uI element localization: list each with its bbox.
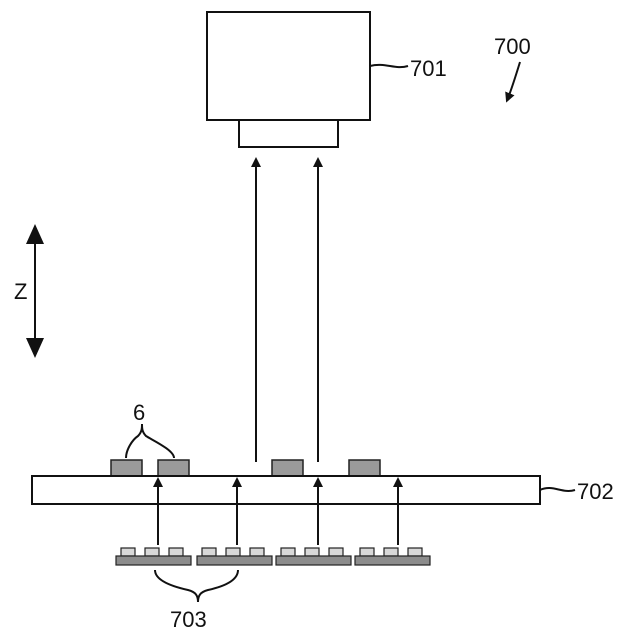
source-group [276,548,351,565]
z-axis-arrow [26,224,44,358]
figure-number-label: 700 [494,34,531,59]
source-group [197,548,272,565]
z-axis-label: Z [14,279,27,304]
camera-body [207,12,370,120]
chip [349,460,380,476]
chips-ref-label: 6 [133,400,145,425]
chip [272,460,303,476]
substrate [32,476,540,504]
source-group [116,548,191,565]
camera-ref-label: 701 [410,56,447,81]
chip [111,460,142,476]
sources-ref-label: 703 [170,607,207,632]
camera-lens [239,120,338,147]
camera [207,12,370,147]
chip [158,460,189,476]
sources-bracket [155,570,238,602]
figure-pointer-arrow [508,62,520,98]
source-group [355,548,430,565]
substrate-leader-line [540,488,575,491]
substrate-ref-label: 702 [577,479,614,504]
camera-leader-line [370,65,408,67]
chips-bracket [126,424,174,458]
